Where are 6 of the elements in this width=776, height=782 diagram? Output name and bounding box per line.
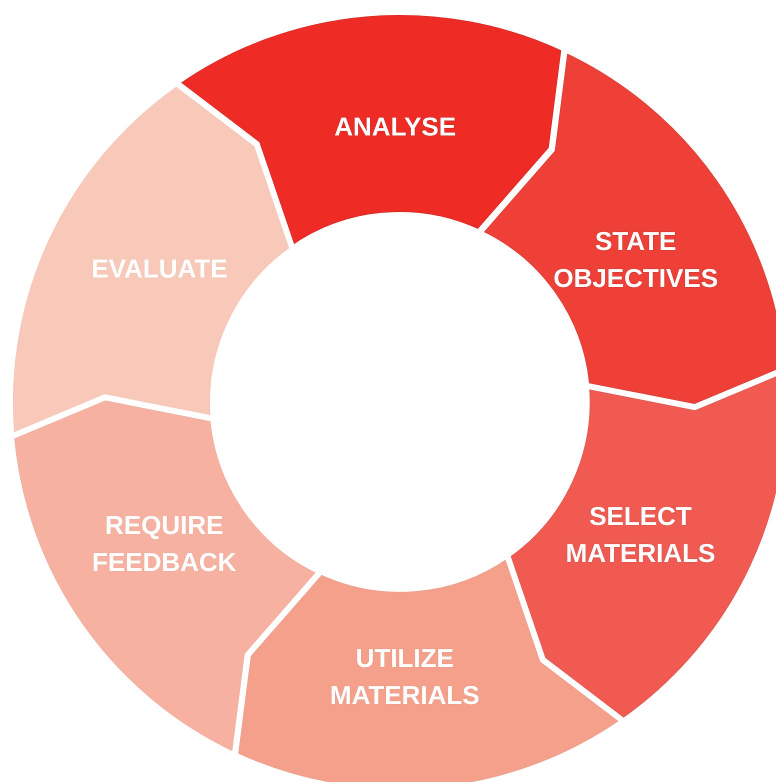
segment-label: STATE OBJECTIVES (553, 226, 718, 294)
segment-label: UTILIZE MATERIALS (330, 642, 480, 710)
segment-label: REQUIRE FEEDBACK (92, 510, 236, 577)
segment-label: ANALYSE (334, 112, 456, 142)
segment-label: SELECT MATERIALS (566, 501, 716, 568)
segment-label: EVALUATE (91, 253, 228, 284)
